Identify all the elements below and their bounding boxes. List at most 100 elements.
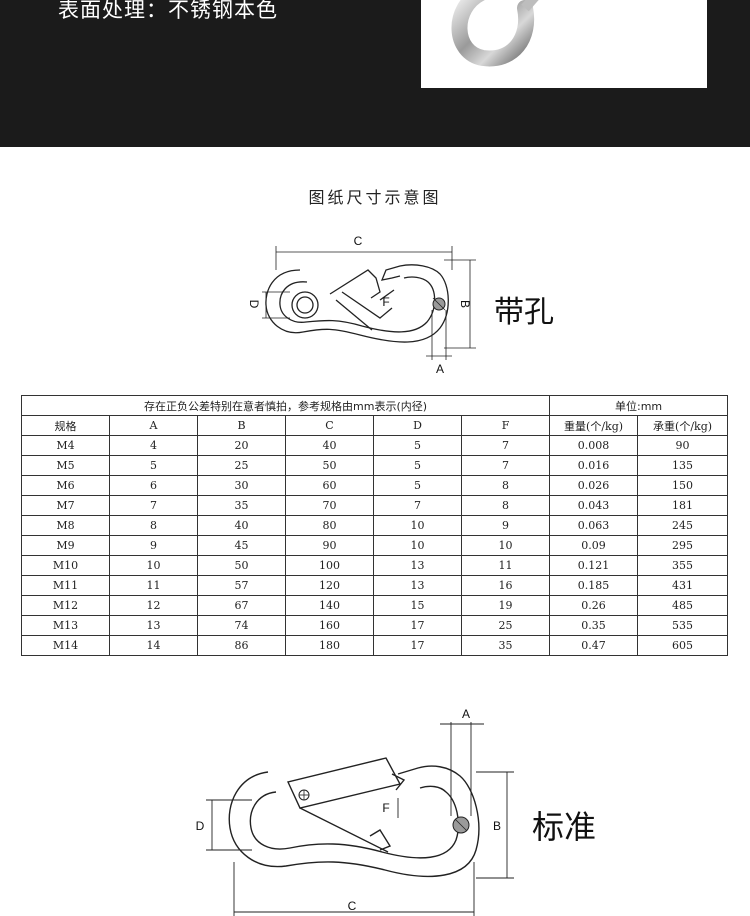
surface-treatment-text: 表面处理：不锈钢本色 xyxy=(58,0,278,22)
cell-a: 13 xyxy=(109,615,198,636)
cell-b: 20 xyxy=(197,435,286,456)
cell-c: 50 xyxy=(285,455,374,476)
cell-spec: M9 xyxy=(21,535,110,556)
cell-a: 9 xyxy=(109,535,198,556)
cell-c: 80 xyxy=(285,515,374,536)
cell-d: 13 xyxy=(373,555,462,576)
cell-b: 30 xyxy=(197,475,286,496)
table-row: M6 6 30 60 5 8 0.026 150 xyxy=(21,475,729,496)
cell-d: 5 xyxy=(373,475,462,496)
cell-f: 7 xyxy=(460,455,551,476)
header-d: D xyxy=(373,415,462,436)
cell-weight: 0.026 xyxy=(549,475,639,496)
cell-load: 485 xyxy=(637,595,729,616)
table-row: M10 10 50 100 13 11 0.121 355 xyxy=(21,555,729,576)
cell-load: 605 xyxy=(637,635,729,656)
dim-label-c: C xyxy=(354,234,363,248)
cell-a: 6 xyxy=(109,475,198,496)
cell-b: 67 xyxy=(197,595,286,616)
cell-load: 181 xyxy=(637,495,729,516)
table-row: M8 8 40 80 10 9 0.063 245 xyxy=(21,515,729,536)
table-unit: 单位:mm xyxy=(549,395,729,416)
cell-f: 9 xyxy=(460,515,551,536)
dim-label-a: A xyxy=(462,707,470,721)
cell-load: 295 xyxy=(637,535,729,556)
header-load: 承重(个/kg) xyxy=(637,415,729,436)
cell-a: 14 xyxy=(109,635,198,656)
cell-b: 35 xyxy=(197,495,286,516)
standard-carabiner-diagram: A B D C F 标准 xyxy=(196,707,596,916)
cell-weight: 0.063 xyxy=(549,515,639,536)
cell-d: 13 xyxy=(373,575,462,596)
snap-hook-photo-illustration xyxy=(451,0,539,67)
cell-f: 10 xyxy=(460,535,551,556)
cell-spec: M12 xyxy=(21,595,110,616)
cell-f: 16 xyxy=(460,575,551,596)
table-row: M7 7 35 70 7 8 0.043 181 xyxy=(21,495,729,516)
cell-weight: 0.043 xyxy=(549,495,639,516)
cell-c: 140 xyxy=(285,595,374,616)
cell-spec: M6 xyxy=(21,475,110,496)
cell-a: 7 xyxy=(109,495,198,516)
table-row: M5 5 25 50 5 7 0.016 135 xyxy=(21,455,729,476)
spec-table: 存在正负公差特别在意者慎拍，参考规格由mm表示(内径) 单位:mm 规格 A B… xyxy=(20,395,729,656)
cell-d: 10 xyxy=(373,535,462,556)
dim-label-f: F xyxy=(382,801,389,815)
cell-a: 5 xyxy=(109,455,198,476)
cell-a: 12 xyxy=(109,595,198,616)
cell-weight: 0.35 xyxy=(549,615,639,636)
header-weight: 重量(个/kg) xyxy=(549,415,639,436)
dim-label-d: D xyxy=(196,819,205,833)
header-b: B xyxy=(197,415,286,436)
cell-load: 355 xyxy=(637,555,729,576)
table-row: M4 4 20 40 5 7 0.008 90 xyxy=(21,435,729,456)
standard-type-label: 标准 xyxy=(532,808,596,846)
cell-load: 245 xyxy=(637,515,729,536)
cell-d: 7 xyxy=(373,495,462,516)
cell-f: 11 xyxy=(460,555,551,576)
cell-load: 535 xyxy=(637,615,729,636)
table-row: M9 9 45 90 10 10 0.09 295 xyxy=(21,535,729,556)
cell-d: 10 xyxy=(373,515,462,536)
cell-c: 70 xyxy=(285,495,374,516)
dim-label-b: B xyxy=(458,300,472,308)
dim-label-b: B xyxy=(493,819,501,833)
cell-f: 35 xyxy=(460,635,551,656)
cell-b: 45 xyxy=(197,535,286,556)
cell-weight: 0.008 xyxy=(549,435,639,456)
cell-a: 4 xyxy=(109,435,198,456)
cell-b: 86 xyxy=(197,635,286,656)
cell-spec: M11 xyxy=(21,575,110,596)
cell-c: 160 xyxy=(285,615,374,636)
cell-c: 100 xyxy=(285,555,374,576)
header-c: C xyxy=(285,415,374,436)
cell-b: 40 xyxy=(197,515,286,536)
table-header-row: 规格 A B C D F 重量(个/kg) 承重(个/kg) xyxy=(21,415,729,436)
holed-carabiner-diagram: C B D A F 带孔 xyxy=(247,234,554,376)
cell-weight: 0.121 xyxy=(549,555,639,576)
table-row: M14 14 86 180 17 35 0.47 605 xyxy=(21,635,729,656)
cell-spec: M4 xyxy=(21,435,110,456)
cell-c: 180 xyxy=(285,635,374,656)
cell-load: 150 xyxy=(637,475,729,496)
dim-label-a: A xyxy=(436,362,444,376)
cell-f: 8 xyxy=(460,495,551,516)
cell-f: 7 xyxy=(460,435,551,456)
cell-spec: M13 xyxy=(21,615,110,636)
cell-c: 60 xyxy=(285,475,374,496)
dim-label-f: F xyxy=(382,295,389,309)
cell-spec: M7 xyxy=(21,495,110,516)
cell-b: 50 xyxy=(197,555,286,576)
table-row: M11 11 57 120 13 16 0.185 431 xyxy=(21,575,729,596)
cell-load: 135 xyxy=(637,455,729,476)
cell-weight: 0.26 xyxy=(549,595,639,616)
cell-d: 5 xyxy=(373,435,462,456)
cell-d: 17 xyxy=(373,635,462,656)
cell-d: 5 xyxy=(373,455,462,476)
cell-weight: 0.47 xyxy=(549,635,639,656)
cell-f: 8 xyxy=(460,475,551,496)
header-f: F xyxy=(460,415,551,436)
cell-weight: 0.185 xyxy=(549,575,639,596)
table-row: M12 12 67 140 15 19 0.26 485 xyxy=(21,595,729,616)
drawing-title: 图纸尺寸示意图 xyxy=(308,188,442,207)
